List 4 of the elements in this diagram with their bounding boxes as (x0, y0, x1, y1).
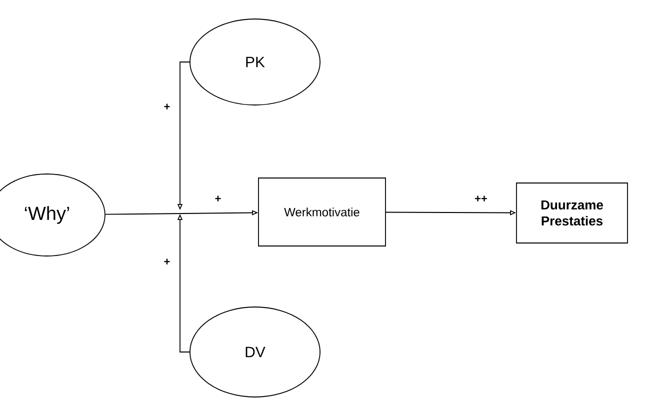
ellipse-node: DV (190, 306, 320, 398)
process-box: Werkmotivatie (258, 178, 386, 246)
ellipse-node: PK (190, 18, 320, 106)
process-box: Duurzame Prestaties (516, 182, 628, 244)
